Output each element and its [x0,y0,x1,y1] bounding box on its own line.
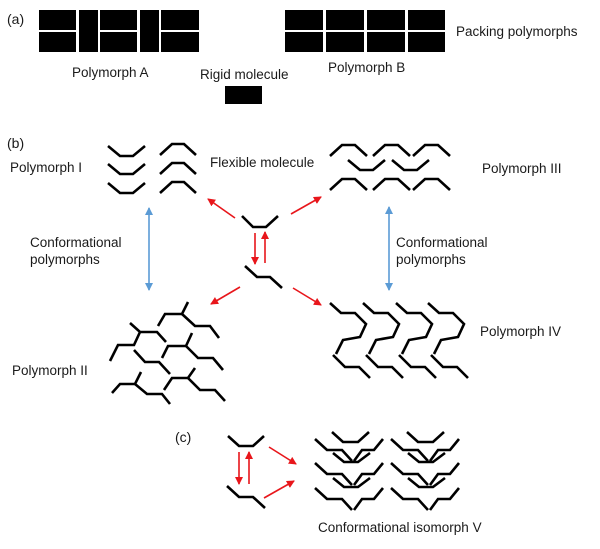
isomorph-5-label: Conformational isomorph V [318,520,482,535]
polymorph-4-packing [329,302,469,379]
polymorph-b-label: Polymorph B [328,60,406,75]
conformational-polymorphs-right-label: Conformational polymorphs [396,235,488,267]
packing-polymorphs-label: Packing polymorphs [456,24,578,39]
flexible-molecule-zigzag [244,265,283,289]
conformational-polymorphs-left-label: Conformational polymorphs [30,235,122,267]
isomorph-arrow-bowl-to-packing [268,446,297,465]
panel-a-label: (a) [7,11,25,27]
flexible-molecule-label: Flexible molecule [210,155,315,170]
isomorph-molecule-bowl [227,435,265,448]
polymorph-3-packing [329,143,451,191]
polymorph-a-packing [39,10,199,52]
flexible-molecule-bowl [241,215,279,229]
isomorph-arrow-zigzag-to-packing [263,480,295,499]
panel-c-label: (c) [175,429,192,445]
polymorph-b-packing [285,10,445,52]
polymorph-2-label: Polymorph II [12,363,88,378]
arrow-to-polymorph-2 [210,286,241,305]
polymorph-1-packing [107,142,197,195]
isomorph-molecule-zigzag [226,485,266,509]
isomorph-5-packing [314,431,461,511]
polymorph-4-label: Polymorph IV [480,324,562,339]
rigid-molecule-label: Rigid molecule [200,67,289,82]
rigid-molecule-block [225,86,262,104]
arrow-to-polymorph-3 [290,196,322,215]
polymorph-a-label: Polymorph A [72,65,149,80]
polymorph-2-packing [108,301,226,405]
polymorph-3-label: Polymorph III [482,161,562,176]
arrow-to-polymorph-1 [207,198,236,219]
panel-b-label: (b) [7,135,25,151]
arrow-to-polymorph-4 [292,287,322,306]
polymorph-1-label: Polymorph I [10,160,83,175]
